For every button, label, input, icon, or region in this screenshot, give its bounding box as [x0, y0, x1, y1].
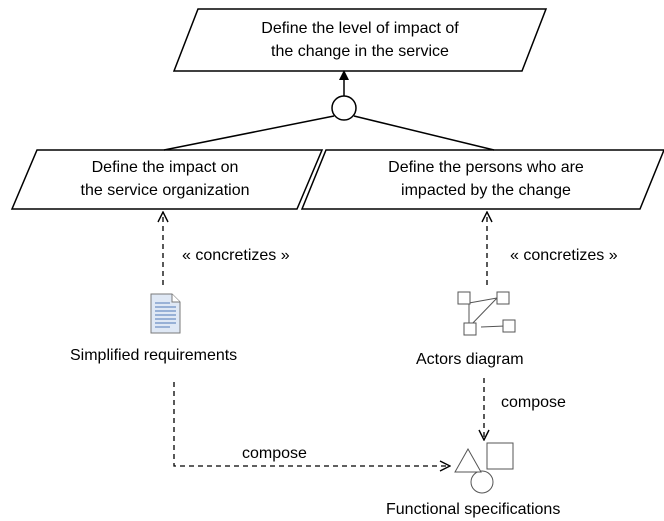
concretizes-right-label: « concretizes »	[510, 247, 618, 264]
compose-horizontal-label: compose	[242, 445, 307, 462]
document-icon	[150, 293, 181, 334]
concretizes-left-label: « concretizes »	[182, 247, 290, 264]
requirements-label: Simplified requirements	[70, 347, 238, 364]
goal-right-shape	[300, 149, 664, 210]
compose-horizontal-arrow	[173, 382, 450, 466]
goal-left-line2: the service organization	[80, 182, 250, 199]
actors-diagram-icon	[457, 291, 516, 336]
goal-right-line1: Define the persons who are	[388, 159, 584, 176]
arrow-head-icon	[339, 70, 349, 80]
goal-left: Define the impact on the service organiz…	[20, 156, 310, 202]
goal-left-shape	[10, 149, 324, 210]
goal-top: Define the level of impact of the change…	[190, 17, 530, 63]
goal-top-line1: Define the level of impact of	[261, 20, 459, 37]
goal-top-shape	[172, 8, 548, 72]
goal-right: Define the persons who are impacted by t…	[316, 156, 656, 202]
shapes-icon	[454, 442, 514, 494]
goal-left-line1: Define the impact on	[91, 159, 239, 176]
actors-label: Actors diagram	[416, 351, 524, 368]
and-circle	[331, 95, 357, 121]
compose-vertical-label: compose	[501, 394, 566, 411]
goal-right-line2: impacted by the change	[401, 182, 571, 199]
goal-top-line2: the change in the service	[271, 43, 449, 60]
and-refinement	[163, 70, 495, 151]
functional-label: Functional specifications	[386, 501, 561, 518]
